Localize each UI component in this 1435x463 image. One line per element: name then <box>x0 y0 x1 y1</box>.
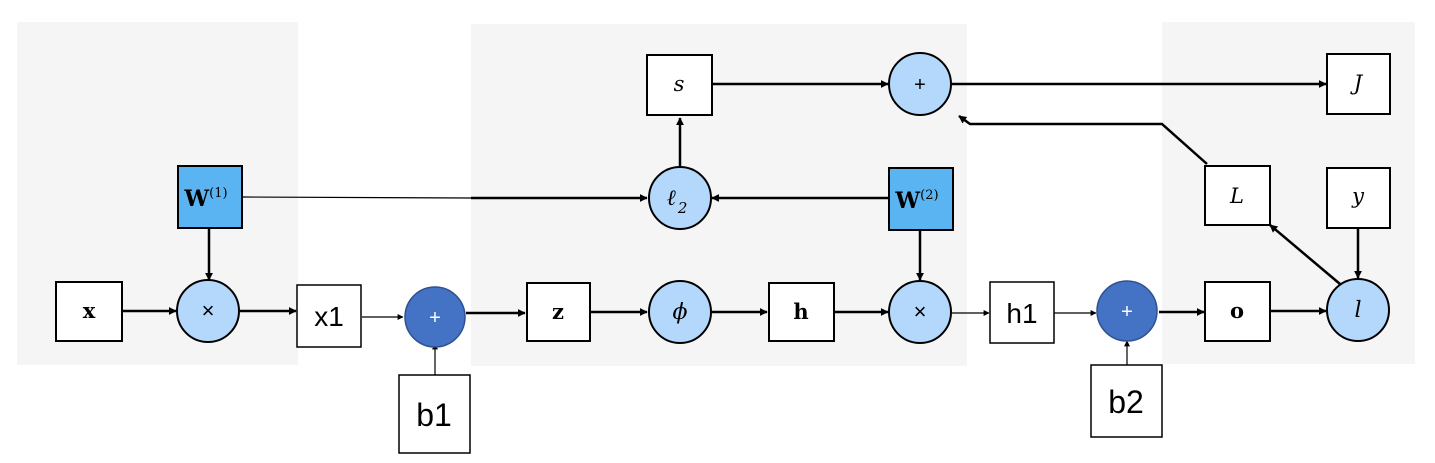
node-mul2: × <box>888 280 952 344</box>
node-o-label: o <box>1230 298 1244 323</box>
node-plus2: + <box>1096 280 1158 342</box>
node-l2-main: ℓ <box>667 186 677 211</box>
node-L-label: L <box>1229 184 1244 208</box>
node-plus2-label: + <box>1121 301 1133 323</box>
node-w1-main: W <box>183 186 209 212</box>
edge-w1-to-l2-thin <box>242 196 472 199</box>
node-plus1: + <box>404 286 466 348</box>
node-x1-label: x1 <box>314 301 344 332</box>
node-s: s <box>646 54 713 116</box>
node-x-box <box>55 281 123 342</box>
node-h-label: h <box>793 299 808 324</box>
node-z-box <box>526 282 591 342</box>
node-l-circle <box>1326 278 1390 342</box>
node-h: h <box>768 282 835 342</box>
node-mul1: × <box>176 279 240 343</box>
node-w1-box <box>177 165 243 229</box>
node-phi-label: ϕ <box>673 300 688 325</box>
node-plus-top-circle <box>888 52 952 116</box>
node-w2-box <box>888 167 954 231</box>
node-l2-sub: 2 <box>677 199 688 217</box>
node-l-label: l <box>1354 298 1361 323</box>
node-J: J <box>1326 53 1391 115</box>
node-mul1-label: × <box>202 298 215 323</box>
node-y: y <box>1326 167 1391 229</box>
node-h1-box <box>989 281 1055 344</box>
node-z: z <box>526 282 591 342</box>
node-b1: b1 <box>398 374 471 454</box>
node-plus-top-label: + <box>914 74 926 96</box>
node-mul1-circle <box>176 279 240 343</box>
node-o: o <box>1204 281 1271 342</box>
node-b2-label: b2 <box>1108 384 1144 420</box>
node-b1-label: b1 <box>416 397 452 433</box>
node-w2-label: W(2) <box>894 188 938 214</box>
node-phi: ϕ <box>648 280 712 344</box>
node-h1-label: h1 <box>1006 298 1037 329</box>
node-mul2-label: × <box>914 299 927 324</box>
node-w1-label: W(1) <box>183 186 227 212</box>
node-phi-circle <box>648 280 712 344</box>
node-b2: b2 <box>1090 364 1163 438</box>
node-L-box <box>1204 165 1271 226</box>
edges <box>123 80 1362 375</box>
node-s-label: s <box>674 72 685 96</box>
node-L: L <box>1204 165 1271 226</box>
node-h-box <box>768 282 835 342</box>
node-l: l <box>1326 278 1390 342</box>
node-x1-box <box>296 284 362 348</box>
node-w2-sup: (2) <box>920 188 938 203</box>
node-J-box <box>1326 53 1391 115</box>
node-y-box <box>1326 167 1391 229</box>
node-b2-box <box>1090 364 1163 438</box>
node-w2: W(2) <box>888 167 954 231</box>
edge-L-to-plus-top <box>958 114 1208 165</box>
node-w1: W(1) <box>177 165 243 229</box>
node-o-box <box>1204 281 1271 342</box>
node-h1: h1 <box>989 281 1055 344</box>
node-plus1-label: + <box>429 307 441 329</box>
node-s-box <box>646 54 713 116</box>
node-z-label: z <box>552 299 564 324</box>
node-w2-main: W <box>894 188 920 214</box>
node-w1-sup: (1) <box>209 186 227 201</box>
node-x1: x1 <box>296 284 362 348</box>
node-plus-top: + <box>888 52 952 116</box>
edge-l-to-L <box>1269 224 1341 285</box>
node-b1-box <box>398 374 471 454</box>
node-x-label: x <box>83 298 96 323</box>
node-plus2-circle <box>1096 280 1158 342</box>
node-x: x <box>55 281 123 342</box>
node-J-label: J <box>1350 71 1364 95</box>
node-plus1-circle <box>404 286 466 348</box>
node-y-label: y <box>1351 184 1365 208</box>
node-l2-circle <box>648 166 712 230</box>
node-mul2-circle <box>888 280 952 344</box>
